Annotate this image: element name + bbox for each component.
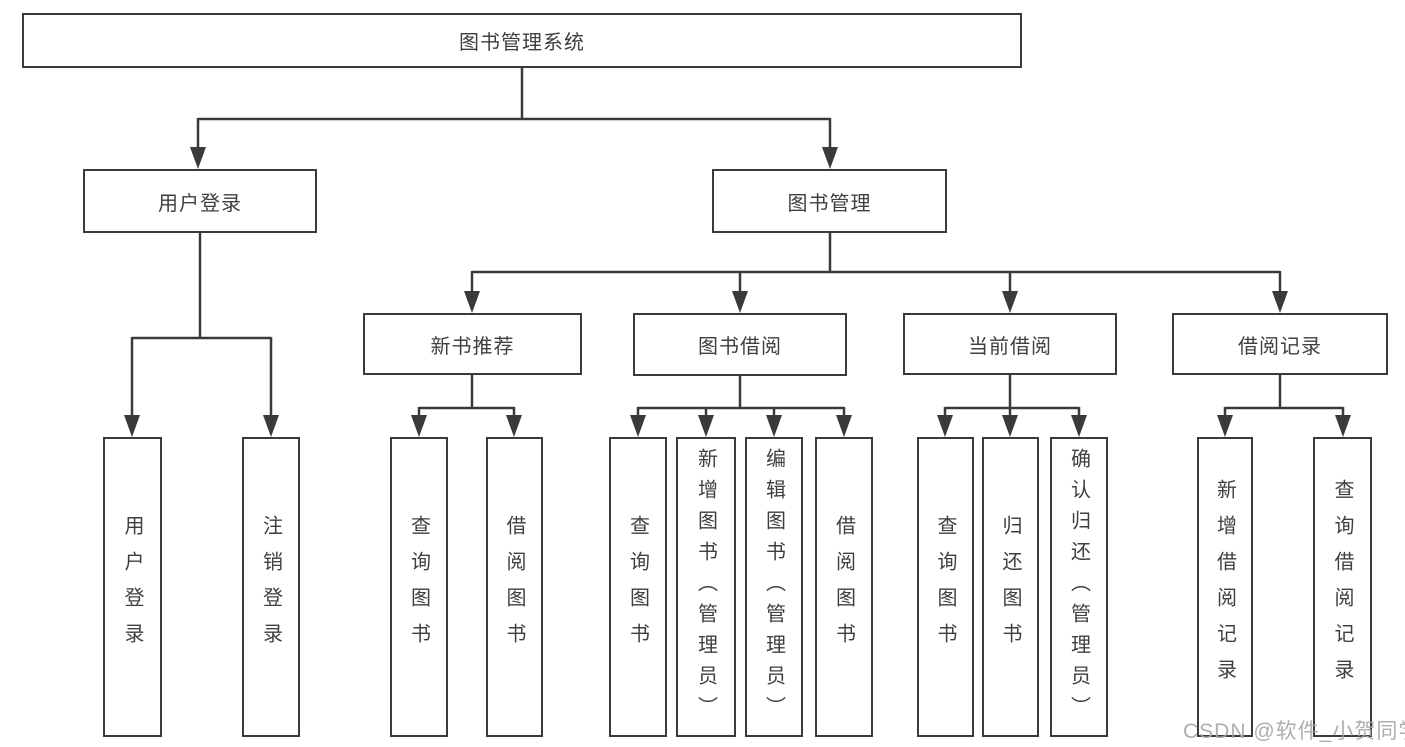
node-cb-return-book-label: 归还图书 [999, 515, 1021, 659]
node-bb-query-book: 查询图书 [609, 437, 667, 737]
node-current-borrow-label: 当前借阅 [968, 335, 1052, 358]
arrow-bb-edit-book [766, 415, 782, 437]
node-leaf-logout: 注销登录 [242, 437, 300, 737]
node-bb-borrow-book-label: 借阅图书 [832, 515, 855, 659]
node-bb-borrow-book: 借阅图书 [815, 437, 873, 737]
node-br-add-record-label: 新增借阅记录 [1213, 479, 1236, 695]
node-current-borrow: 当前借阅 [903, 313, 1117, 375]
node-bb-add-book: 新增图书（管理员） [676, 437, 736, 737]
node-book-mgmt-label: 图书管理 [787, 192, 872, 215]
node-bb-add-book-label: 新增图书（管理员） [694, 447, 717, 727]
node-book-borrow-label: 图书借阅 [698, 336, 782, 358]
connector-new-book-rec-children [417, 374, 516, 417]
arrow-borrow-record [1272, 291, 1288, 313]
node-book-borrow: 图书借阅 [633, 313, 847, 376]
node-br-query-record-label: 查询借阅记录 [1331, 479, 1353, 695]
node-cb-return-book: 归还图书 [982, 437, 1039, 737]
node-bb-edit-book-label: 编辑图书（管理员） [762, 447, 785, 727]
connector-current-borrow-children [943, 375, 1081, 417]
node-new-book-rec-label: 新书推荐 [430, 335, 515, 358]
node-cb-query-book-label: 查询图书 [934, 515, 956, 659]
node-rec-borrow-book: 借阅图书 [486, 437, 543, 737]
arrow-leaf-logout [263, 415, 279, 437]
arrow-cb-confirm-return [1071, 415, 1087, 437]
arrow-user-login [190, 147, 206, 169]
arrow-bb-query-book [630, 415, 646, 437]
arrow-book-mgmt [822, 147, 838, 169]
connector-borrow-record-children [1223, 375, 1345, 417]
node-leaf-user-login: 用户登录 [103, 437, 162, 737]
arrow-book-borrow [732, 291, 748, 313]
connector-book-mgmt-children [470, 233, 1282, 293]
node-br-query-record: 查询借阅记录 [1313, 437, 1372, 737]
node-user-login: 用户登录 [83, 169, 317, 233]
arrow-current-borrow [1002, 291, 1018, 313]
arrow-br-add-record [1217, 415, 1233, 437]
node-root: 图书管理系统 [22, 13, 1022, 68]
connector-book-borrow-children [636, 376, 846, 417]
arrow-br-query-record [1335, 415, 1351, 437]
node-bb-edit-book: 编辑图书（管理员） [745, 437, 803, 737]
node-leaf-user-login-label: 用户登录 [121, 515, 143, 659]
node-rec-query-book-label: 查询图书 [407, 515, 430, 659]
node-rec-query-book: 查询图书 [390, 437, 448, 737]
arrow-leaf-user-login [124, 415, 140, 437]
arrow-rec-query-book [411, 415, 427, 437]
arrow-cb-query-book [937, 415, 953, 437]
arrow-new-book-rec [464, 291, 480, 313]
arrow-bb-add-book [698, 415, 714, 437]
node-root-label: 图书管理系统 [459, 32, 585, 54]
node-cb-confirm-return: 确认归还（管理员） [1050, 437, 1108, 737]
arrow-bb-borrow-book [836, 415, 852, 437]
node-user-login-label: 用户登录 [158, 192, 242, 215]
connector-user-login-children [130, 233, 273, 417]
csdn-watermark: CSDN @软件_小贺同学 [1183, 720, 1405, 743]
node-leaf-logout-label: 注销登录 [259, 515, 282, 659]
node-borrow-record: 借阅记录 [1172, 313, 1388, 375]
node-br-add-record: 新增借阅记录 [1197, 437, 1253, 737]
node-bb-query-book-label: 查询图书 [626, 515, 649, 659]
node-borrow-record-label: 借阅记录 [1238, 335, 1322, 358]
node-rec-borrow-book-label: 借阅图书 [503, 515, 525, 659]
node-new-book-rec: 新书推荐 [363, 313, 582, 375]
node-cb-query-book: 查询图书 [917, 437, 974, 737]
node-book-mgmt: 图书管理 [712, 169, 947, 233]
arrow-cb-return-book [1002, 415, 1018, 437]
connector-root-to-level2 [196, 68, 832, 149]
arrow-rec-borrow-book [506, 415, 522, 437]
node-cb-confirm-return-label: 确认归还（管理员） [1067, 447, 1090, 727]
